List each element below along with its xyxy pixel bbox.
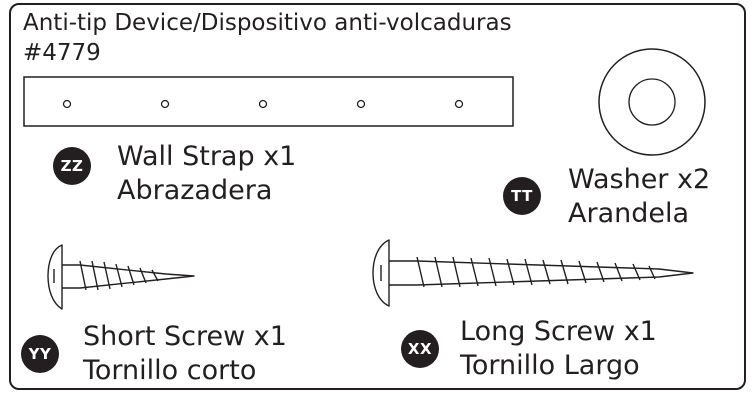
- long-screw-name-es: Tornillo Largo: [460, 350, 640, 381]
- wall-strap-icon: [23, 76, 514, 127]
- wall-strap-name-es: Abrazadera: [117, 175, 273, 206]
- long-screw-label: Long Screw x1 Tornillo Largo: [460, 315, 657, 383]
- short-screw-name: Short Screw x1: [83, 321, 287, 352]
- long-screw-icon: [372, 239, 694, 307]
- title-text: Anti-tip Device/Dispositivo anti-volcadu…: [23, 10, 512, 36]
- badge-xx: XX: [401, 330, 439, 368]
- badge-yy: YY: [21, 335, 59, 373]
- short-screw-label: Short Screw x1 Tornillo corto: [83, 320, 287, 388]
- washer-name-es: Arandela: [568, 198, 690, 229]
- short-screw-icon: [47, 244, 195, 310]
- washer-label: Washer x2 Arandela: [568, 163, 710, 231]
- badge-zz: ZZ: [53, 147, 91, 185]
- page-title: Anti-tip Device/Dispositivo anti-volcadu…: [23, 8, 512, 68]
- washer-icon: [598, 48, 706, 156]
- badge-tt: TT: [503, 177, 541, 215]
- wall-strap-label: Wall Strap x1 Abrazadera: [117, 140, 296, 208]
- long-screw-name: Long Screw x1: [460, 316, 657, 347]
- short-screw-name-es: Tornillo corto: [83, 355, 257, 386]
- washer-name: Washer x2: [568, 164, 711, 195]
- parts-card: [9, 3, 746, 390]
- wall-strap-name: Wall Strap x1: [117, 141, 297, 172]
- part-number: #4779: [23, 40, 101, 66]
